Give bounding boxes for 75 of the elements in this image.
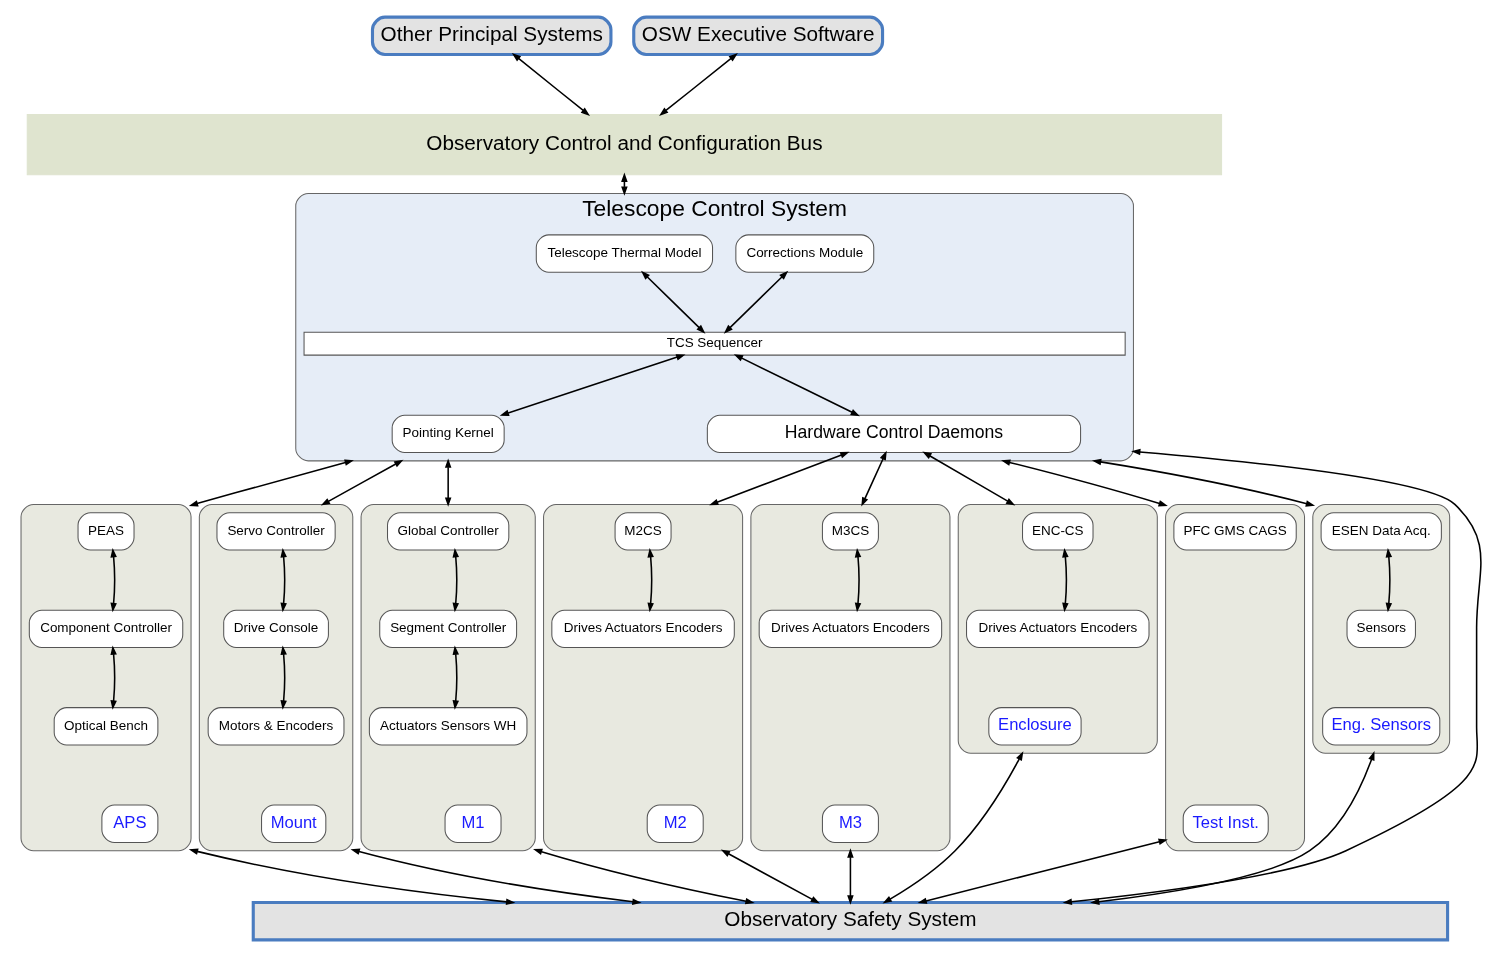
node-box: PFC GMS CAGS xyxy=(1173,512,1297,551)
node-box: Corrections Module xyxy=(735,234,875,273)
arrow xyxy=(1001,459,1168,507)
node-box: Observatory Control and Configuration Bus xyxy=(26,114,1223,176)
arrow xyxy=(280,548,287,613)
node-box: Optical Bench xyxy=(53,707,159,746)
arrow xyxy=(854,548,862,613)
arrow xyxy=(452,548,460,613)
node-box: Enclosure xyxy=(988,707,1082,746)
arrow xyxy=(882,751,1024,904)
node-box: ESEN Data Acq. xyxy=(1320,512,1442,551)
cluster xyxy=(20,503,192,852)
node-box: Drives Actuators Encoders xyxy=(551,609,735,648)
cluster xyxy=(198,503,354,852)
arrow xyxy=(452,645,460,710)
node-box: Eng. Sensors xyxy=(1322,707,1441,746)
arrow xyxy=(499,354,686,416)
node-box: Motors & Encoders xyxy=(207,707,345,746)
node-box: Component Controller xyxy=(28,609,184,648)
arrow xyxy=(659,53,738,116)
node-box: M1 xyxy=(444,804,502,843)
node-box: Other Principal Systems xyxy=(370,15,613,57)
arrow xyxy=(917,838,1168,904)
node-box: M2CS xyxy=(614,512,672,551)
arrow xyxy=(1091,458,1316,507)
arrow xyxy=(444,458,452,507)
cluster xyxy=(543,503,744,852)
cluster xyxy=(750,503,951,852)
arrow xyxy=(641,270,706,334)
arrow xyxy=(533,848,755,905)
cluster xyxy=(360,503,536,852)
arrow xyxy=(188,848,516,906)
arrow xyxy=(647,548,654,613)
node-box: PEAS xyxy=(77,512,135,551)
cluster xyxy=(957,503,1158,754)
node-box: Segment Controller xyxy=(379,609,518,648)
cluster xyxy=(1312,503,1451,754)
node-box: Drives Actuators Encoders xyxy=(758,609,943,648)
arrow xyxy=(1090,751,1375,905)
node-box: ENC-CS xyxy=(1022,512,1094,551)
arrow xyxy=(847,848,854,905)
arrow xyxy=(723,270,789,334)
node-box: TCS Sequencer xyxy=(303,331,1126,356)
arrow xyxy=(110,548,117,613)
node-box: Pointing Kernel xyxy=(391,414,505,454)
arrow xyxy=(350,848,642,905)
node-box: Global Controller xyxy=(387,512,510,551)
node-box: APS xyxy=(101,804,159,843)
node-box: Actuators Sensors WH xyxy=(368,707,528,746)
arrow xyxy=(320,459,404,506)
arrow xyxy=(511,53,591,116)
node-box: Test Inst. xyxy=(1182,804,1269,843)
arrow xyxy=(922,451,1016,506)
node-box: M3 xyxy=(821,804,879,843)
cluster xyxy=(1165,503,1306,852)
node-box: Drive Console xyxy=(223,609,329,648)
arrow xyxy=(188,459,354,507)
node-box: Mount xyxy=(261,804,327,843)
arrow xyxy=(720,849,820,904)
arrow xyxy=(1062,448,1482,906)
arrow xyxy=(280,645,287,710)
node-box: OSW Executive Software xyxy=(632,15,885,57)
node-box: Servo Controller xyxy=(216,512,336,551)
arrow xyxy=(1385,548,1393,613)
node-box: Drives Actuators Encoders xyxy=(966,609,1150,648)
arrow xyxy=(1062,548,1069,613)
arrow xyxy=(110,645,117,710)
node-box: Hardware Control Daemons xyxy=(706,414,1082,454)
arrow xyxy=(861,450,887,507)
node-box: Sensors xyxy=(1346,609,1416,648)
node-box: M3CS xyxy=(821,512,879,551)
node-box: M2 xyxy=(646,804,704,843)
node-box: Telescope Thermal Model xyxy=(535,234,714,273)
arrow xyxy=(733,354,860,417)
arrow xyxy=(709,451,850,506)
